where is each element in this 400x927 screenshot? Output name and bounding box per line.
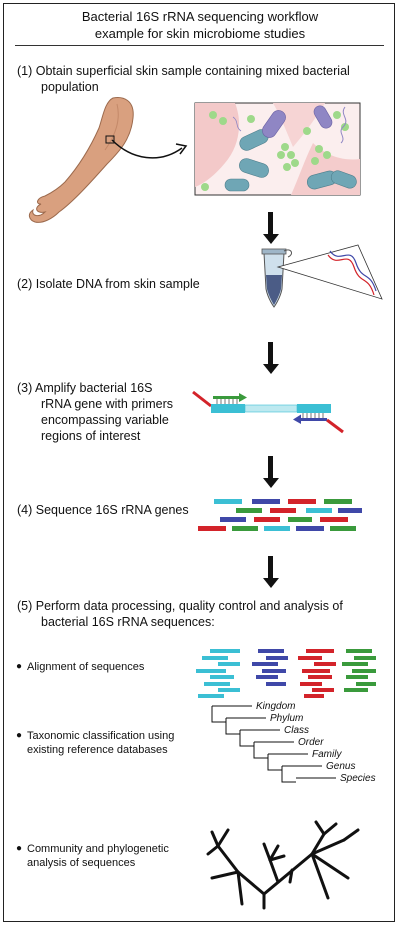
- rank-label-kingdom: Kingdom: [256, 701, 295, 712]
- phylogenetic-tree: [206, 820, 360, 910]
- dna-tube-illustration: [261, 244, 383, 308]
- step-5-text: (5) Perform data processing, quality con…: [17, 599, 343, 629]
- sample-site-box: [105, 135, 115, 144]
- rank-label-family: Family: [312, 749, 342, 760]
- rank-label-phylum: Phylum: [270, 713, 303, 724]
- pcr-amplification-diagram: [192, 390, 344, 434]
- title-line-1: Bacterial 16S rRNA sequencing workflow: [81, 9, 319, 24]
- bullet-alignment: ● Alignment of sequences: [16, 661, 145, 673]
- title-divider: [15, 45, 384, 46]
- skin-sample-magnified: [194, 102, 361, 196]
- rank-label-species: Species: [340, 773, 376, 784]
- step-2-text: (2) Isolate DNA from skin sample: [17, 277, 200, 291]
- alignment-clusters: [196, 649, 376, 698]
- bullet-taxonomy: ● Taxonomic classification using existin…: [16, 730, 175, 756]
- sequence-reads: [198, 499, 362, 531]
- title-line-2: example for skin microbiome studies: [94, 26, 306, 41]
- step-3-text: (3) Amplify bacterial 16S rRNA gene with…: [17, 381, 173, 443]
- flow-arrow-2: [263, 342, 279, 374]
- sample-arrow: [111, 139, 188, 159]
- figure-frame: [3, 3, 395, 922]
- rank-label-genus: Genus: [326, 761, 355, 772]
- figure-title: Bacterial 16S rRNA sequencing workflow e…: [0, 8, 400, 42]
- step-4-text: (4) Sequence 16S rRNA genes: [17, 503, 189, 517]
- rank-label-class: Class: [284, 725, 309, 736]
- flow-arrow-1: [263, 212, 279, 244]
- step-1-text: (1) Obtain superficial skin sample conta…: [17, 64, 350, 94]
- taxonomy-branches: [211, 705, 336, 783]
- arm-illustration: [28, 97, 134, 223]
- flow-arrow-3: [263, 456, 279, 488]
- flow-arrow-4: [263, 556, 279, 588]
- rank-label-order: Order: [298, 737, 324, 748]
- bullet-community: ● Community and phylogenetic analysis of…: [16, 843, 169, 869]
- taxonomy-tree: KingdomPhylumClassOrderFamilyGenusSpecie…: [211, 701, 376, 784]
